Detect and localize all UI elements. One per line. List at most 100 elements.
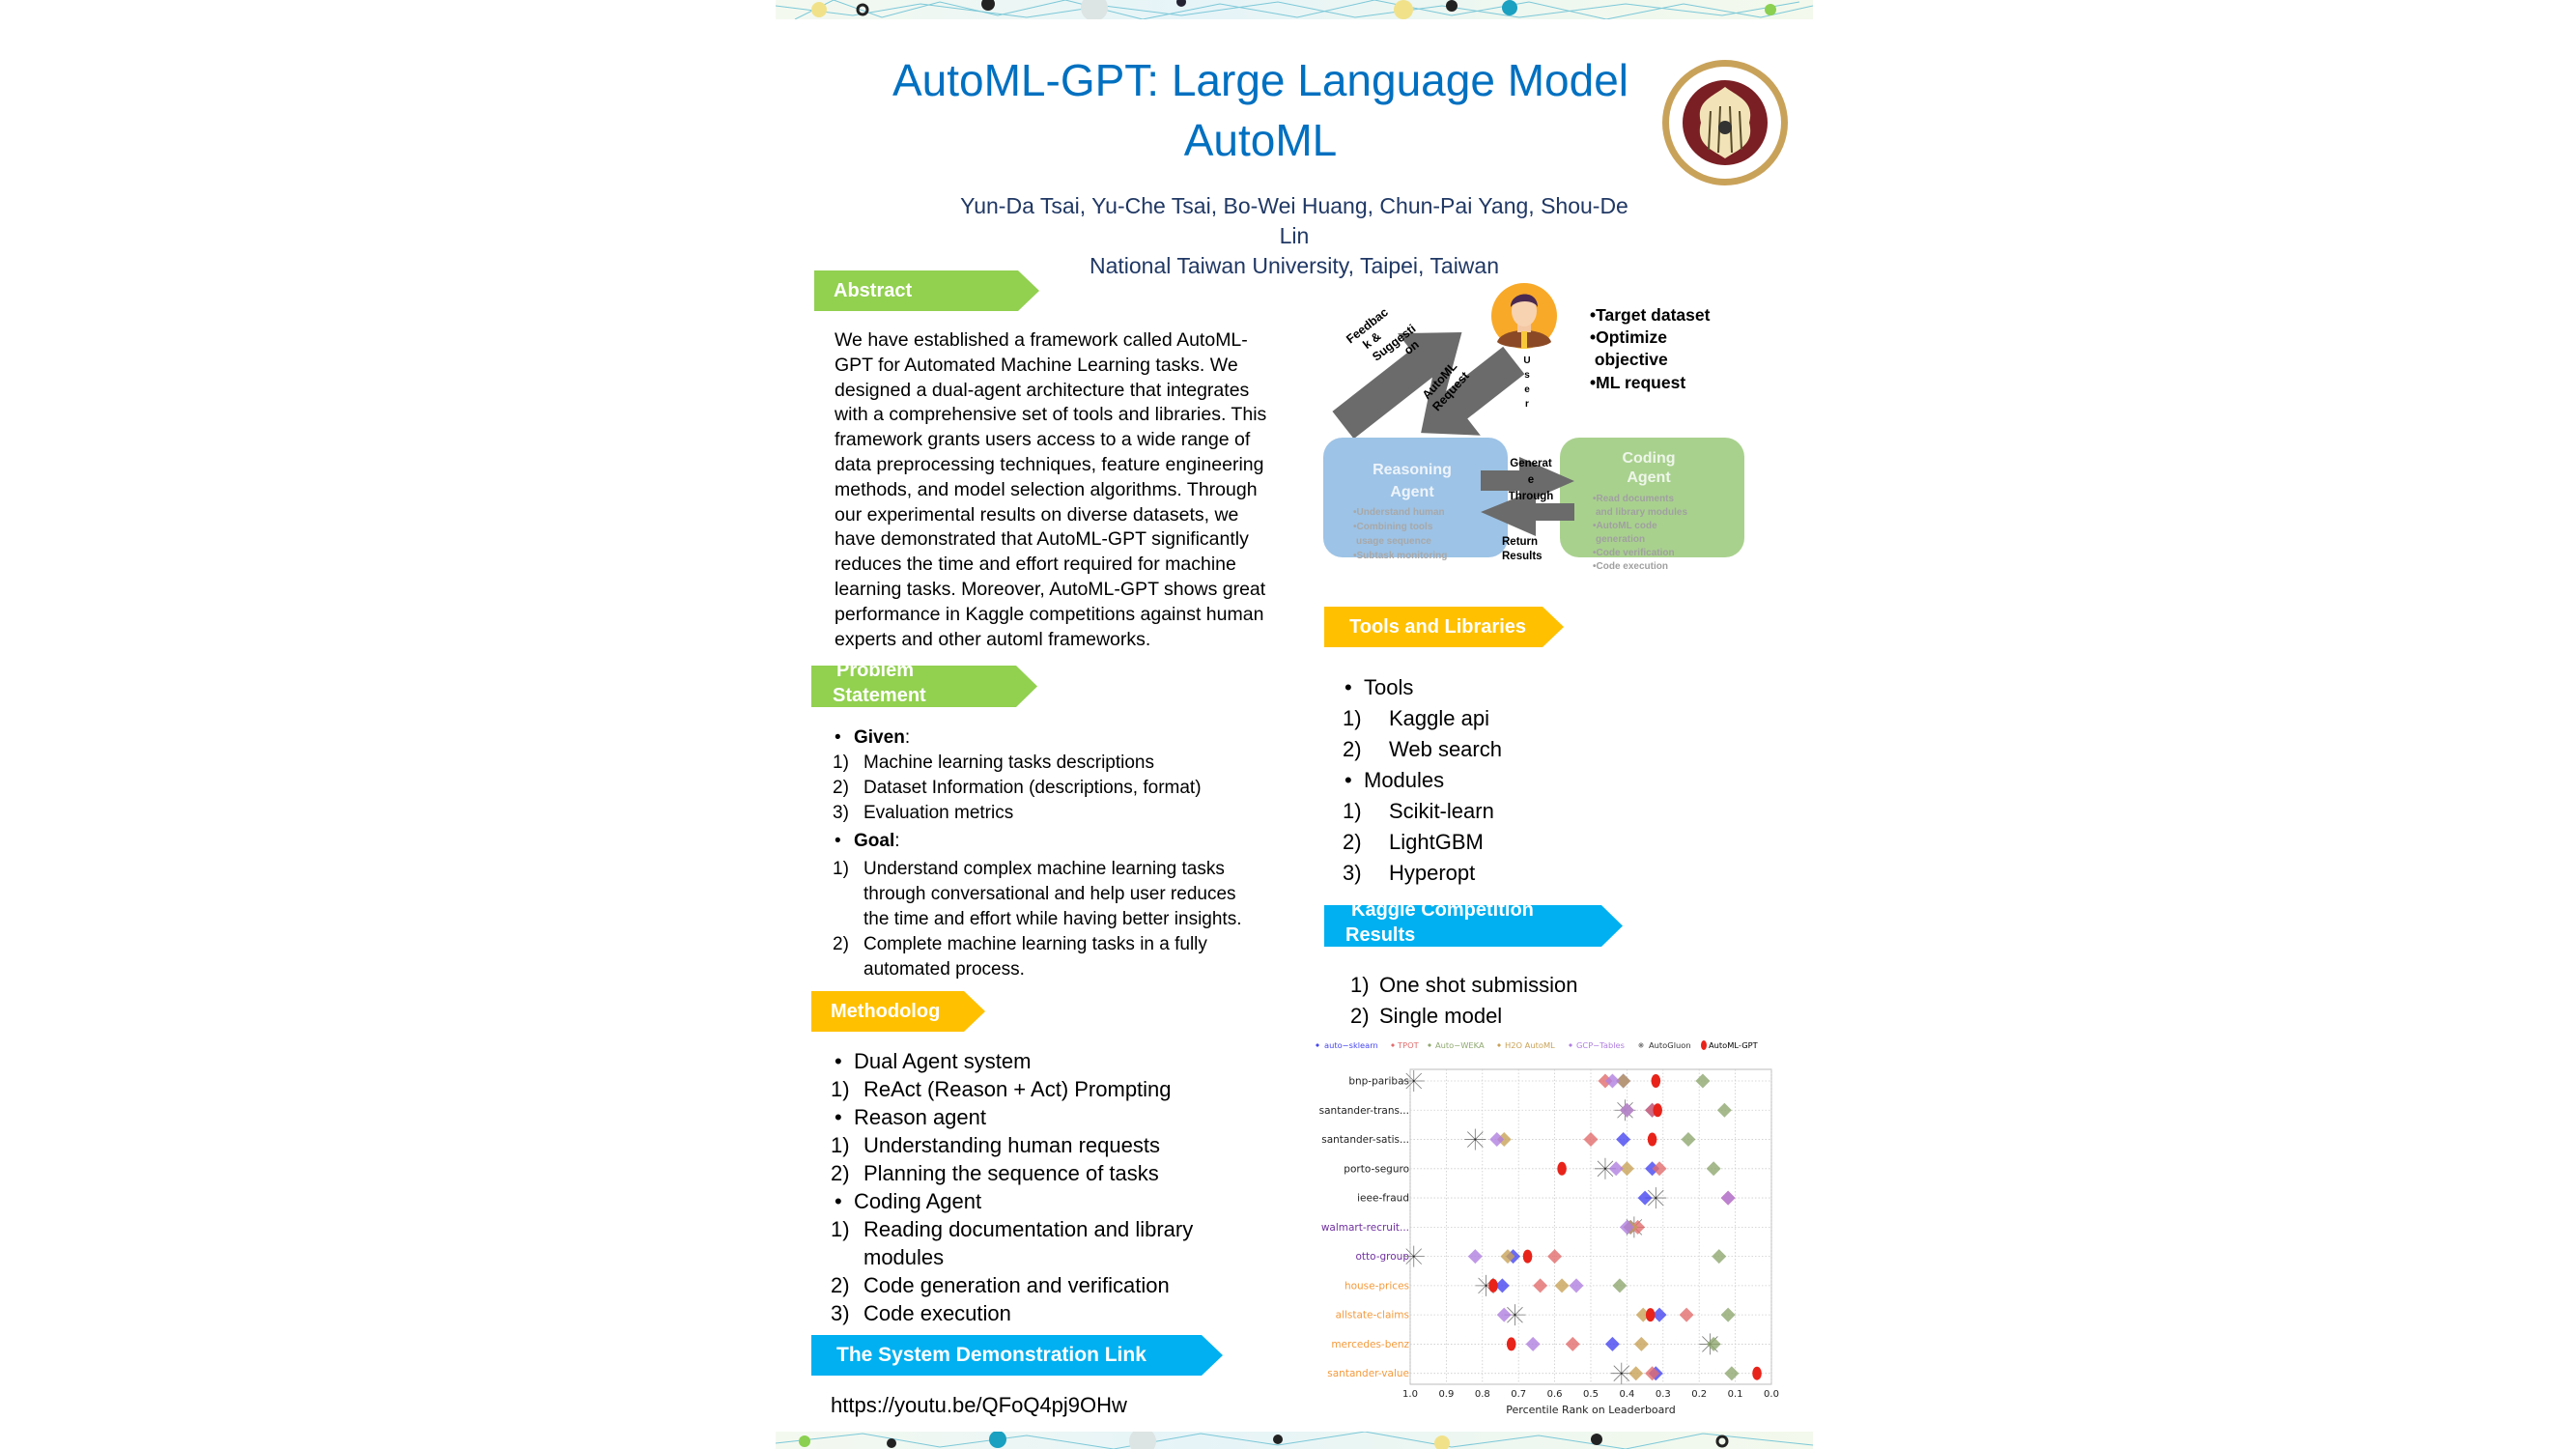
data-point-auto-weka xyxy=(1612,1278,1628,1293)
list-marker: 1) xyxy=(1343,706,1362,730)
y-category-label: house-prices xyxy=(1345,1280,1409,1292)
y-category-label: otto-group xyxy=(1355,1251,1409,1263)
abstract-line: reduces the time and effort required for… xyxy=(835,554,1236,576)
list-text: Web search xyxy=(1389,737,1502,761)
svg-text:Generat: Generat xyxy=(1510,458,1552,469)
list-marker: • xyxy=(835,1189,842,1213)
poster-title: AutoML-GPT: Large Language Model AutoML xyxy=(831,50,1690,170)
svg-text:Agent: Agent xyxy=(1627,469,1671,486)
list-text: Hyperopt xyxy=(1389,861,1476,885)
svg-text:U: U xyxy=(1523,355,1530,366)
data-point-gcp-tables xyxy=(1608,1161,1624,1177)
svg-text:Through: Through xyxy=(1509,491,1554,502)
x-tick-label: 0.2 xyxy=(1691,1389,1707,1400)
svg-text:e: e xyxy=(1524,384,1530,395)
data-point-tpot xyxy=(1583,1132,1599,1148)
data-point-tpot xyxy=(1565,1336,1580,1351)
svg-text:•Target dataset: •Target dataset xyxy=(1590,305,1711,325)
data-point-gcp-tables xyxy=(1569,1278,1584,1293)
user-avatar-icon xyxy=(1491,283,1557,349)
demo-header-label: The System Demonstration Link xyxy=(836,1344,1146,1366)
coding-agent-box xyxy=(1560,438,1744,557)
bullet: • xyxy=(835,727,841,748)
x-tick-label: 0.0 xyxy=(1764,1389,1779,1400)
abstract-line: We have established a framework called A… xyxy=(835,329,1248,351)
data-point-automl-gpt xyxy=(1645,1308,1656,1322)
legend-label: GCP−Tables xyxy=(1576,1040,1625,1050)
x-tick-label: 0.1 xyxy=(1728,1389,1743,1400)
list-text: ReAct (Reason + Act) Prompting xyxy=(863,1077,1172,1101)
data-point-autogluon xyxy=(1645,1187,1667,1209)
data-point-auto-sklearn xyxy=(1652,1307,1667,1322)
list-text: Dual Agent system xyxy=(854,1049,1032,1073)
svg-text:Coding: Coding xyxy=(1622,450,1675,467)
svg-text:•ML request: •ML request xyxy=(1590,373,1685,392)
abstract-line: learning tasks. Moreover, AutoML-GPT sho… xyxy=(835,578,1266,600)
svg-text:•Understand human: •Understand human xyxy=(1353,507,1445,518)
architecture-diagram: Feedbac k & Suggesti on AutoML Request U… xyxy=(1323,283,1744,572)
list-marker: 1) xyxy=(831,1217,850,1241)
list-text: Code generation and verification xyxy=(863,1273,1170,1297)
abstract-line: performance in Kaggle competitions again… xyxy=(835,603,1264,625)
data-point-auto-weka xyxy=(1706,1336,1721,1351)
svg-text:usage sequence: usage sequence xyxy=(1356,536,1431,547)
title-line-2: AutoML xyxy=(1183,115,1338,165)
generate-through-label: Generat e Through xyxy=(1509,458,1554,502)
problem-statement-list: •Given: 1)Machine learning tasks descrip… xyxy=(833,727,1242,980)
data-point-gcp-tables xyxy=(1619,1219,1634,1235)
list-text: Reading documentation and library xyxy=(863,1217,1194,1241)
abstract-line: GPT for Automated Machine Learning tasks… xyxy=(835,354,1238,376)
data-point-gcp-tables xyxy=(1489,1132,1505,1148)
list-text: Scikit-learn xyxy=(1389,799,1494,823)
list-text: Single model xyxy=(1379,1004,1503,1028)
x-tick-label: 0.4 xyxy=(1619,1389,1634,1400)
data-point-tpot xyxy=(1547,1249,1563,1264)
data-point-automl-gpt xyxy=(1488,1278,1498,1293)
y-category-label: walmart-recruit... xyxy=(1321,1222,1409,1234)
data-point-tpot xyxy=(1645,1366,1660,1381)
goal-label: Goal xyxy=(854,831,895,851)
list-text: LightGBM xyxy=(1389,830,1484,854)
data-point-automl-gpt xyxy=(1653,1103,1662,1118)
demo-link-header: The System Demonstration Link xyxy=(811,1335,1223,1376)
x-tick-label: 1.0 xyxy=(1402,1389,1418,1400)
list-marker: 1) xyxy=(1343,799,1362,823)
legend-marker xyxy=(1316,1043,1319,1047)
reasoning-agent-bullets: •Understand human •Combining tools usage… xyxy=(1353,507,1447,561)
kaggle-header-line-1: Kaggle Competition xyxy=(1351,898,1534,921)
list-marker: 2) xyxy=(831,1161,850,1185)
university-seal-logo xyxy=(1660,58,1790,187)
data-point-automl-gpt xyxy=(1647,1132,1657,1147)
list-text: Planning the sequence of tasks xyxy=(863,1161,1159,1185)
title-line-1: AutoML-GPT: Large Language Model xyxy=(892,55,1629,105)
demo-url-link[interactable]: https://youtu.be/QFoQ4pj9OHw xyxy=(831,1393,1127,1417)
data-point-auto-sklearn xyxy=(1604,1336,1620,1351)
svg-text:•Code execution: •Code execution xyxy=(1593,561,1668,572)
goal-heading: Goal: xyxy=(854,829,900,854)
svg-text:•Optimize: •Optimize xyxy=(1590,327,1667,347)
list-marker: • xyxy=(1345,675,1352,699)
data-point-h2o-automl xyxy=(1628,1366,1644,1381)
list-text: Reason agent xyxy=(854,1105,986,1129)
abstract-line: our experimental results on diverse data… xyxy=(835,503,1239,526)
svg-text:•Read documents: •Read documents xyxy=(1593,494,1675,504)
list-text: Understanding human requests xyxy=(863,1133,1160,1157)
data-point-h2o-automl xyxy=(1554,1278,1570,1293)
y-category-label: ieee-fraud xyxy=(1357,1193,1409,1205)
list-marker: • xyxy=(835,1105,842,1129)
list-marker: 2) xyxy=(1343,830,1362,854)
data-point-auto-sklearn xyxy=(1494,1278,1510,1293)
x-tick-label: 0.6 xyxy=(1547,1389,1563,1400)
top-decorative-banner xyxy=(776,0,1813,19)
legend-marker xyxy=(1569,1043,1572,1047)
tools-header-label: Tools and Libraries xyxy=(1349,615,1526,638)
data-point-autogluon xyxy=(1402,1245,1425,1267)
data-point-auto-weka xyxy=(1695,1073,1711,1089)
y-category-label: porto-seguro xyxy=(1344,1163,1409,1175)
data-point-h2o-automl xyxy=(1616,1073,1631,1089)
affiliation: National Taiwan University, Taipei, Taiw… xyxy=(1089,253,1500,278)
data-point-auto-weka xyxy=(1681,1132,1696,1148)
colon: : xyxy=(904,727,911,748)
legend-label: AutoML-GPT xyxy=(1709,1040,1759,1050)
